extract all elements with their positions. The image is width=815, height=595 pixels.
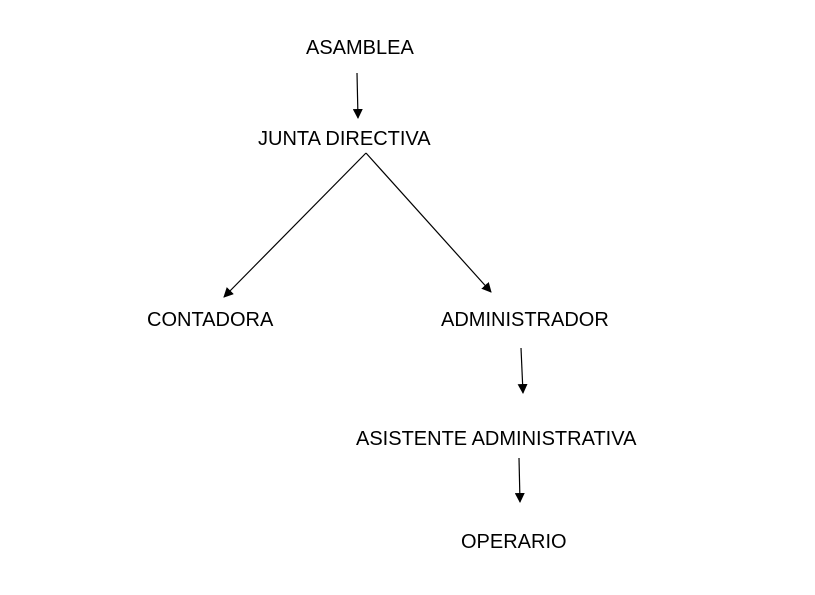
edge-asamblea-junta xyxy=(352,72,363,119)
edge-administrador-asistente xyxy=(517,347,528,394)
node-contadora: CONTADORA xyxy=(147,309,274,331)
edge-asistente-operario xyxy=(514,457,525,503)
node-administrador: ADMINISTRADOR xyxy=(441,309,609,331)
node-asistente-administrativa: ASISTENTE ADMINISTRATIVA xyxy=(356,428,637,450)
edge-junta-administrador xyxy=(365,152,492,293)
node-asamblea: ASAMBLEA xyxy=(306,37,414,59)
node-operario: OPERARIO xyxy=(461,531,567,553)
edge-junta-contadora xyxy=(223,152,367,298)
node-junta-directiva: JUNTA DIRECTIVA xyxy=(258,128,431,150)
